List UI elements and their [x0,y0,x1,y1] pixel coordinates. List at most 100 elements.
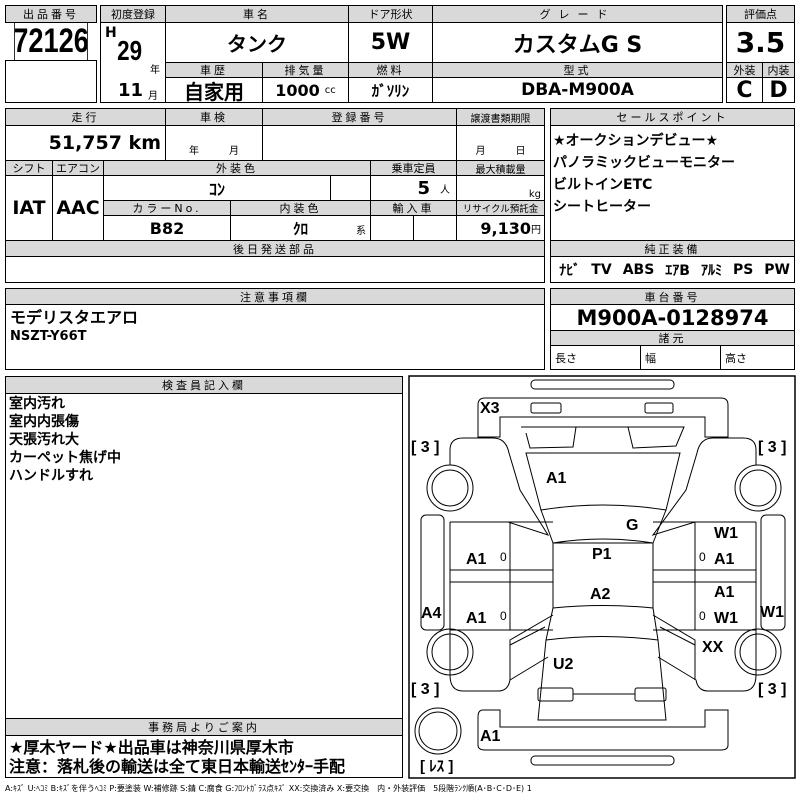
capacity-value: 5 [417,177,430,199]
score: 3.5 [726,22,795,63]
max-load-label: 最大積載量 [456,160,545,176]
front-grille [521,426,685,449]
later-parts-label: 後日発送部品 [5,240,545,257]
recycle-unit: 円 [531,224,541,236]
mark-rr-door: A1 [714,584,735,601]
ext-color-extra [330,175,371,201]
equipment-item: PW [764,261,790,278]
mark-lf-glass: 0 [500,550,507,564]
ext-color: ｺﾝ [103,175,331,201]
mark-right-sill: W1 [760,604,784,621]
later-parts [5,256,545,283]
equipment-item: ﾅﾋﾞ [559,262,581,279]
year-unit: 年 [150,65,160,76]
inspector-line: ハンドルすれ [9,468,93,484]
mileage-label: 走行 [5,108,166,126]
displacement-label: 排気量 [262,62,349,78]
sales-point: ★オークションデビュー★ [553,133,719,149]
mark-roof: P1 [592,546,612,563]
ext-score: C [726,77,763,103]
inspector-line: 室内内張傷 [9,414,79,430]
transfer-label: 譲渡書類期限 [456,108,545,126]
length: 長さ [550,345,641,370]
wheel-rl [426,628,474,676]
max-load-unit: kg [456,175,545,201]
lot-label: 出品番号 [5,5,97,23]
windshield [540,509,667,544]
int-color-suffix: 系 [356,226,366,237]
displacement-unit: cc [324,84,336,96]
inspector-line: カーペット焦げ中 [9,450,121,466]
left-sill [420,514,445,631]
damage-marks: X3 [ 3 ] [ 3 ] A1 G A1 0 P1 W1 0 A1 A1 A… [408,375,800,780]
recycle-value: 9,130 [480,218,531,238]
damage-diagram [408,375,796,779]
shift-label: シフト [5,160,53,176]
width: 幅 [640,345,721,370]
notes: モデリスタエアロ NSZT-Y66T [5,304,545,370]
right-sill [760,514,786,631]
sales-points-label: セールスポイント [550,108,795,126]
rear-bumper [477,709,729,751]
shift: IAT [5,175,53,241]
front-light-right [644,402,674,414]
inspection-label: 車検 [165,108,263,126]
inspector-line: 室内汚れ [9,396,65,412]
mark-back-door: U2 [553,656,574,673]
recycle-label: リサイクル預託金 [456,200,545,216]
chassis-label: 車台番号 [550,288,795,305]
mark-rf-door: A1 [714,551,735,568]
lot-empty [5,60,97,103]
mark-lr-glass: 0 [500,609,507,623]
spare-tire [414,707,462,755]
transfer-month-unit: 月 [475,146,486,157]
left-front-fender [449,437,550,536]
mark-windshield: G [626,517,639,534]
color-no: B82 [103,215,231,241]
first-reg-label: 初度登録 [100,5,166,23]
sales-point: ビルトインETC [553,177,653,193]
aircon: AAC [52,175,104,241]
wheel-rr [734,628,782,676]
capacity-label: 乗車定員 [370,160,457,176]
equipment-item: ABS [622,261,655,278]
mark-rr-glass: 0 [699,609,706,623]
history-label: 車歴 [165,62,263,78]
spec-label: 諸元 [550,330,795,346]
right-doors [652,521,757,692]
equipment-item: ｴｱB [665,262,690,279]
mileage: 51,757 km [5,125,166,161]
front-bar [530,379,675,390]
transfer: 月日 [456,125,545,161]
int-color-label: 内装色 [230,200,371,216]
car-name: タンク [165,22,349,63]
import-cell-1 [370,215,414,241]
mark-front-bumper: X3 [480,400,500,417]
grade: カスタムG S [432,22,723,63]
door-type: 5W [348,22,433,63]
mark-hood: A1 [546,470,567,487]
office-label: 事務局よりご案内 [5,718,403,736]
equipment-item: PS [732,261,754,278]
reg-month: 11 [118,80,144,101]
history: 自家用 [165,77,263,103]
equipment: ﾅﾋﾞ TV ABS ｴｱB ｱﾙﾐ PS PW [550,256,795,283]
notes-label: 注意事項欄 [5,288,545,305]
tire-rr: [ 3 ] [758,681,787,698]
spare-tire-label: [ ﾚｽ ] [420,758,454,775]
mark-rf-glass: 0 [699,550,706,564]
roof [552,542,654,609]
front-light-left [530,402,562,414]
right-front-fender [651,437,757,536]
mark-rr-fender: XX [702,639,724,656]
inspector-notes: 室内汚れ 室内内張傷 天張汚れ大 カーペット焦げ中 ハンドルすれ [5,393,403,719]
equipment-label: 純正装備 [550,240,795,257]
reg-no [262,125,457,161]
note-line: モデリスタエアロ [10,308,139,327]
wheel-fl [426,464,474,512]
int-score: D [762,77,795,103]
fuel: ｶﾞｿﾘﾝ [348,77,433,103]
mark-rr-door-w: W1 [714,610,738,627]
